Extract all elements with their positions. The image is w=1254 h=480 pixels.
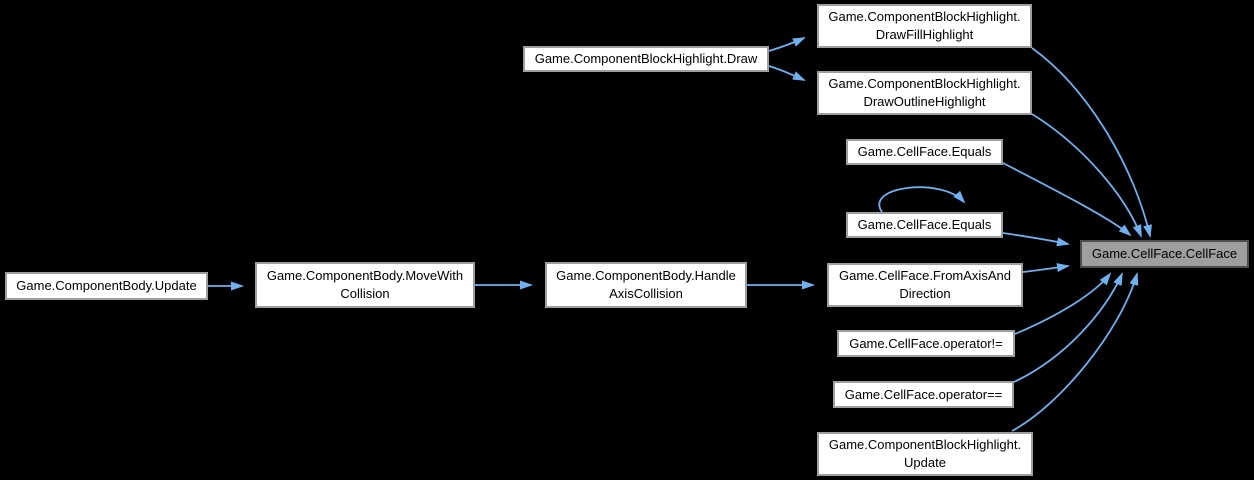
node-label: Update <box>904 455 946 470</box>
node-label: DrawFillHighlight <box>875 27 974 42</box>
node-game-componentbody-handleaxiscollision[interactable]: Game.ComponentBody.Handle AxisCollision <box>545 262 747 308</box>
node-label: Game.CellFace.Equals <box>857 144 992 159</box>
node-game-cellface-operator-not-equal[interactable]: Game.CellFace.operator!= <box>837 330 1015 357</box>
node-label: AxisCollision <box>609 286 683 301</box>
edge-fromaxisanddirection-to-cellface <box>1022 263 1070 273</box>
node-game-cellface-fromaxisanddirection[interactable]: Game.CellFace.FromAxisAnd Direction <box>827 263 1023 307</box>
node-game-componentbody-update[interactable]: Game.ComponentBody.Update <box>5 272 208 300</box>
edge-operator-eq-to-cellface <box>1013 272 1123 383</box>
node-game-cellface-cellface: Game.CellFace.CellFace <box>1080 240 1249 268</box>
node-game-componentblockhighlight-drawfillhighlight[interactable]: Game.ComponentBlockHighlight. DrawFillHi… <box>817 4 1032 48</box>
edge-operator-ne-to-cellface <box>1014 272 1112 335</box>
node-game-cellface-operator-equal[interactable]: Game.CellFace.operator== <box>833 381 1014 408</box>
node-game-componentblockhighlight-update[interactable]: Game.ComponentBlockHighlight. Update <box>817 432 1033 476</box>
node-label: Game.ComponentBody.Handle <box>556 268 736 283</box>
node-label: Game.CellFace.operator!= <box>849 335 1003 351</box>
node-label: Game.ComponentBody.MoveWith <box>266 268 464 283</box>
edge-draw-to-drawfillhighlight <box>768 37 806 52</box>
node-label: Game.ComponentBlockHighlight. <box>828 76 1021 91</box>
edge-draw-to-drawoutlinehighlight <box>768 65 806 81</box>
node-game-cellface-equals-2[interactable]: Game.CellFace.Equals <box>846 212 1003 238</box>
edge-equals2-self-loop <box>878 186 966 213</box>
node-label: Game.CellFace.operator== <box>844 386 1003 402</box>
node-game-componentblockhighlight-drawoutlinehighlight[interactable]: Game.ComponentBlockHighlight. DrawOutlin… <box>817 71 1032 115</box>
edge-equals2-to-cellface <box>1002 232 1070 247</box>
node-label: Game.CellFace.Equals <box>857 217 992 232</box>
edge-blockhighlight-update-to-cellface <box>1011 272 1139 432</box>
node-game-componentblockhighlight-draw[interactable]: Game.ComponentBlockHighlight.Draw <box>523 46 769 72</box>
node-label: Game.CellFace.CellFace <box>1091 246 1238 261</box>
edge-drawoutlinehighlight-to-cellface <box>1031 113 1142 238</box>
edge-drawfillhighlight-to-cellface <box>1031 47 1152 238</box>
node-label: Game.CellFace.FromAxisAnd <box>839 268 1011 283</box>
node-label: Collision <box>340 286 390 301</box>
node-label: Game.ComponentBlockHighlight. <box>828 9 1021 24</box>
node-game-cellface-equals-1[interactable]: Game.CellFace.Equals <box>846 139 1003 165</box>
edge-equals1-to-cellface <box>1002 162 1132 237</box>
node-label: Game.ComponentBlockHighlight. <box>828 437 1022 452</box>
node-game-componentbody-movewithcollision[interactable]: Game.ComponentBody.MoveWith Collision <box>255 262 475 308</box>
node-label: DrawOutlineHighlight <box>863 94 986 109</box>
node-label: Game.ComponentBody.Update <box>16 278 197 293</box>
node-label: Game.ComponentBlockHighlight.Draw <box>534 51 758 66</box>
node-label: Direction <box>899 286 951 301</box>
